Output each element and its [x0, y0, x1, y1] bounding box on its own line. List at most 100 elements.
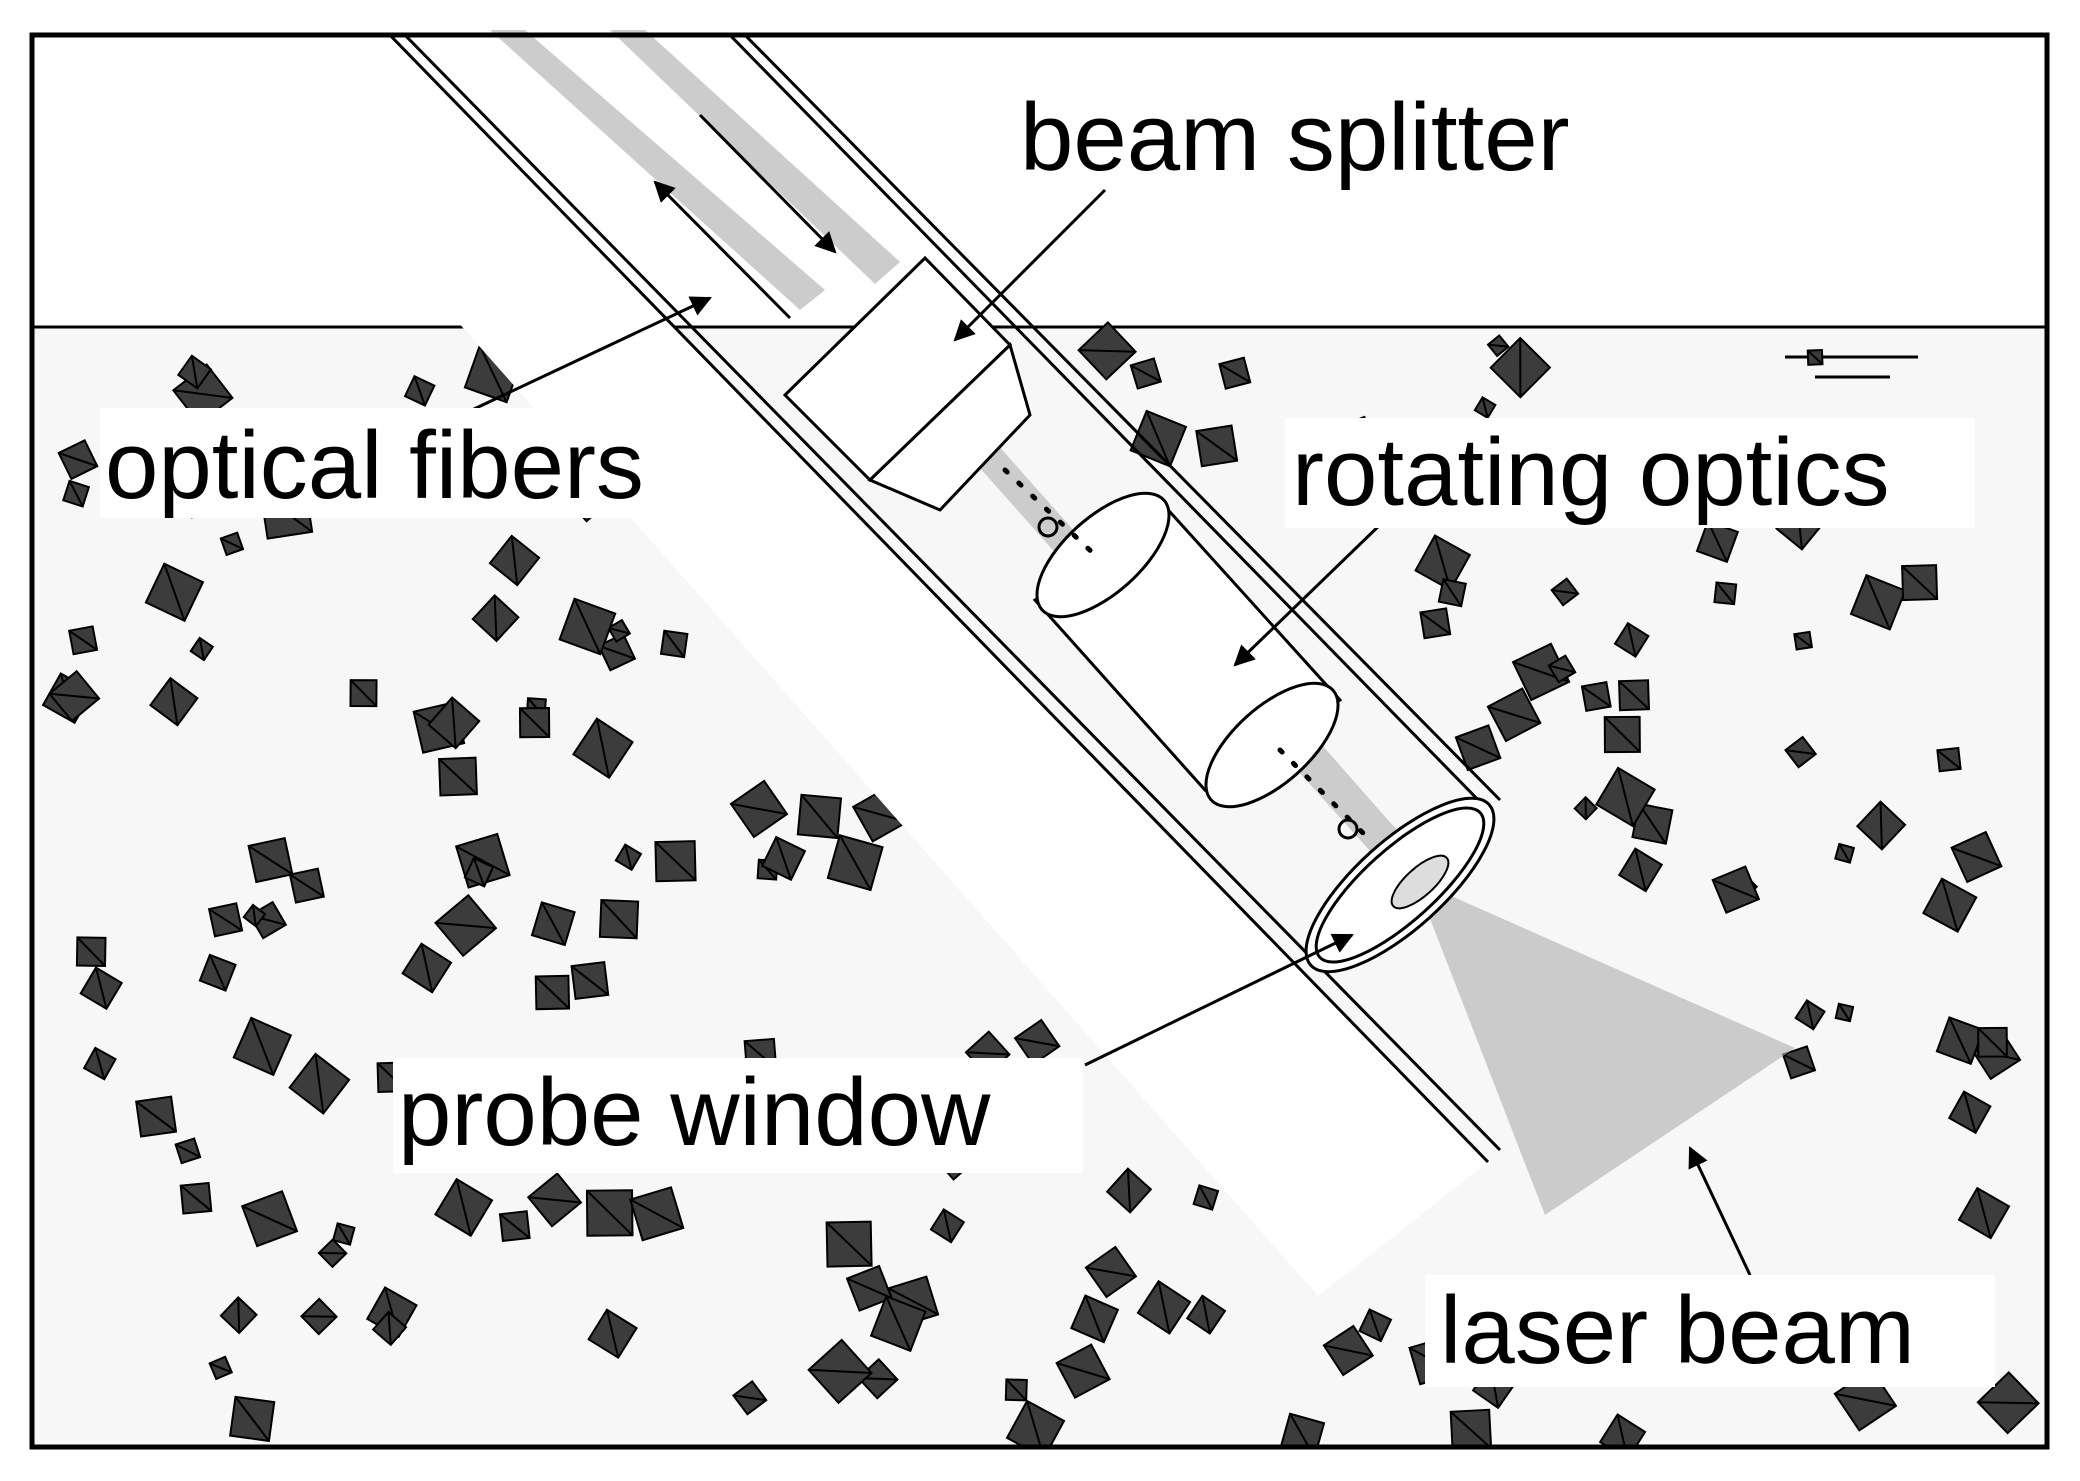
particle: [729, 779, 789, 839]
particle: [1486, 334, 1510, 358]
particle: [471, 594, 520, 643]
particle: [1936, 746, 1962, 773]
particle: [300, 1297, 338, 1336]
particle: [1617, 679, 1651, 712]
particle: [1794, 998, 1826, 1031]
particle: [1192, 1184, 1220, 1211]
particle: [614, 843, 643, 872]
particle: [1834, 842, 1856, 864]
particle: [526, 1172, 583, 1228]
particle: [731, 1379, 768, 1416]
diagram-frame: [29, 32, 2050, 1450]
particle: [176, 354, 213, 390]
particle: [1004, 1378, 1028, 1402]
particle: [498, 1210, 531, 1243]
particle: [62, 479, 91, 508]
particle: [869, 1295, 927, 1353]
rotation-axis: [1002, 467, 1373, 843]
particle: [135, 1095, 178, 1138]
particle: [288, 1052, 351, 1115]
particle: [68, 625, 99, 656]
particle: [1437, 578, 1467, 608]
particle: [570, 961, 610, 1000]
particle: [929, 1208, 966, 1244]
particle: [1489, 336, 1552, 399]
particle: [317, 1238, 348, 1269]
particle: [198, 953, 237, 992]
particle: [825, 1220, 873, 1268]
particle: [1055, 1343, 1111, 1399]
particle: [179, 1181, 213, 1215]
particle: [434, 893, 498, 958]
particle: [57, 438, 99, 481]
particle: [1129, 357, 1163, 390]
particle: [247, 837, 294, 884]
particle: [371, 1310, 408, 1347]
label-rotating-optics: rotating optics: [1285, 418, 1975, 528]
leader-lines: [439, 188, 1752, 1276]
particle: [82, 1046, 117, 1081]
particle: [845, 1264, 893, 1312]
particle: [1136, 1279, 1192, 1335]
particle: [1901, 564, 1939, 602]
particle: [488, 534, 541, 587]
particle: [826, 834, 884, 892]
label-laser-beam: laser beam: [1425, 1275, 1995, 1387]
particle: [1603, 715, 1641, 754]
svg-text:laser beam: laser beam: [1440, 1277, 1915, 1384]
particle: [572, 717, 634, 780]
probe-window: [1304, 796, 1496, 974]
label-probe-window: probe window: [393, 1058, 1083, 1173]
particle: [1711, 865, 1761, 915]
particle: [1218, 356, 1252, 390]
particle: [530, 901, 576, 947]
beam-splitter: [782, 255, 1032, 512]
particle: [654, 840, 697, 883]
particle: [1781, 1045, 1817, 1080]
particle: [1454, 724, 1502, 772]
particle: [240, 1190, 299, 1248]
particle: [760, 835, 807, 882]
particle: [1957, 1186, 2011, 1240]
particle: [597, 632, 637, 672]
particle: [1185, 1294, 1227, 1335]
particle: [1594, 766, 1657, 828]
particle: [585, 1189, 634, 1237]
label-beam-splitter: beam splitter: [1020, 84, 1570, 191]
particle: [534, 974, 571, 1011]
particle: [349, 679, 378, 708]
particle: [1976, 1371, 2040, 1435]
particle: [1419, 607, 1452, 640]
particle: [1069, 1294, 1120, 1344]
particle: [1617, 847, 1664, 893]
particle: [144, 562, 205, 623]
particle: [558, 597, 617, 656]
particle: [1950, 830, 2003, 884]
particle: [1486, 687, 1542, 743]
label-optical-fibers: optical fibers: [100, 408, 730, 519]
particle: [1613, 621, 1650, 658]
particle: [1550, 577, 1580, 607]
particle: [1580, 680, 1612, 713]
signal-direction-arrows: [653, 113, 837, 320]
particle: [48, 669, 101, 723]
particle: [1806, 348, 1824, 366]
particle: [1105, 1167, 1153, 1214]
particle: [207, 902, 244, 938]
particle: [1195, 424, 1239, 468]
svg-text:probe window: probe window: [398, 1059, 991, 1166]
particle: [1449, 1408, 1493, 1447]
particle: [1834, 1002, 1855, 1023]
particle: [1322, 1324, 1375, 1377]
particle: [1129, 409, 1188, 468]
particle: [796, 793, 843, 840]
particle: [1547, 654, 1577, 684]
particle: [189, 636, 215, 662]
particle: [1713, 581, 1738, 606]
particle: [1849, 573, 1907, 631]
particle: [607, 618, 632, 643]
particle: [629, 1186, 685, 1242]
particle: [1598, 1413, 1647, 1447]
probe-body: [204, 35, 1502, 1296]
particle: [219, 531, 245, 557]
